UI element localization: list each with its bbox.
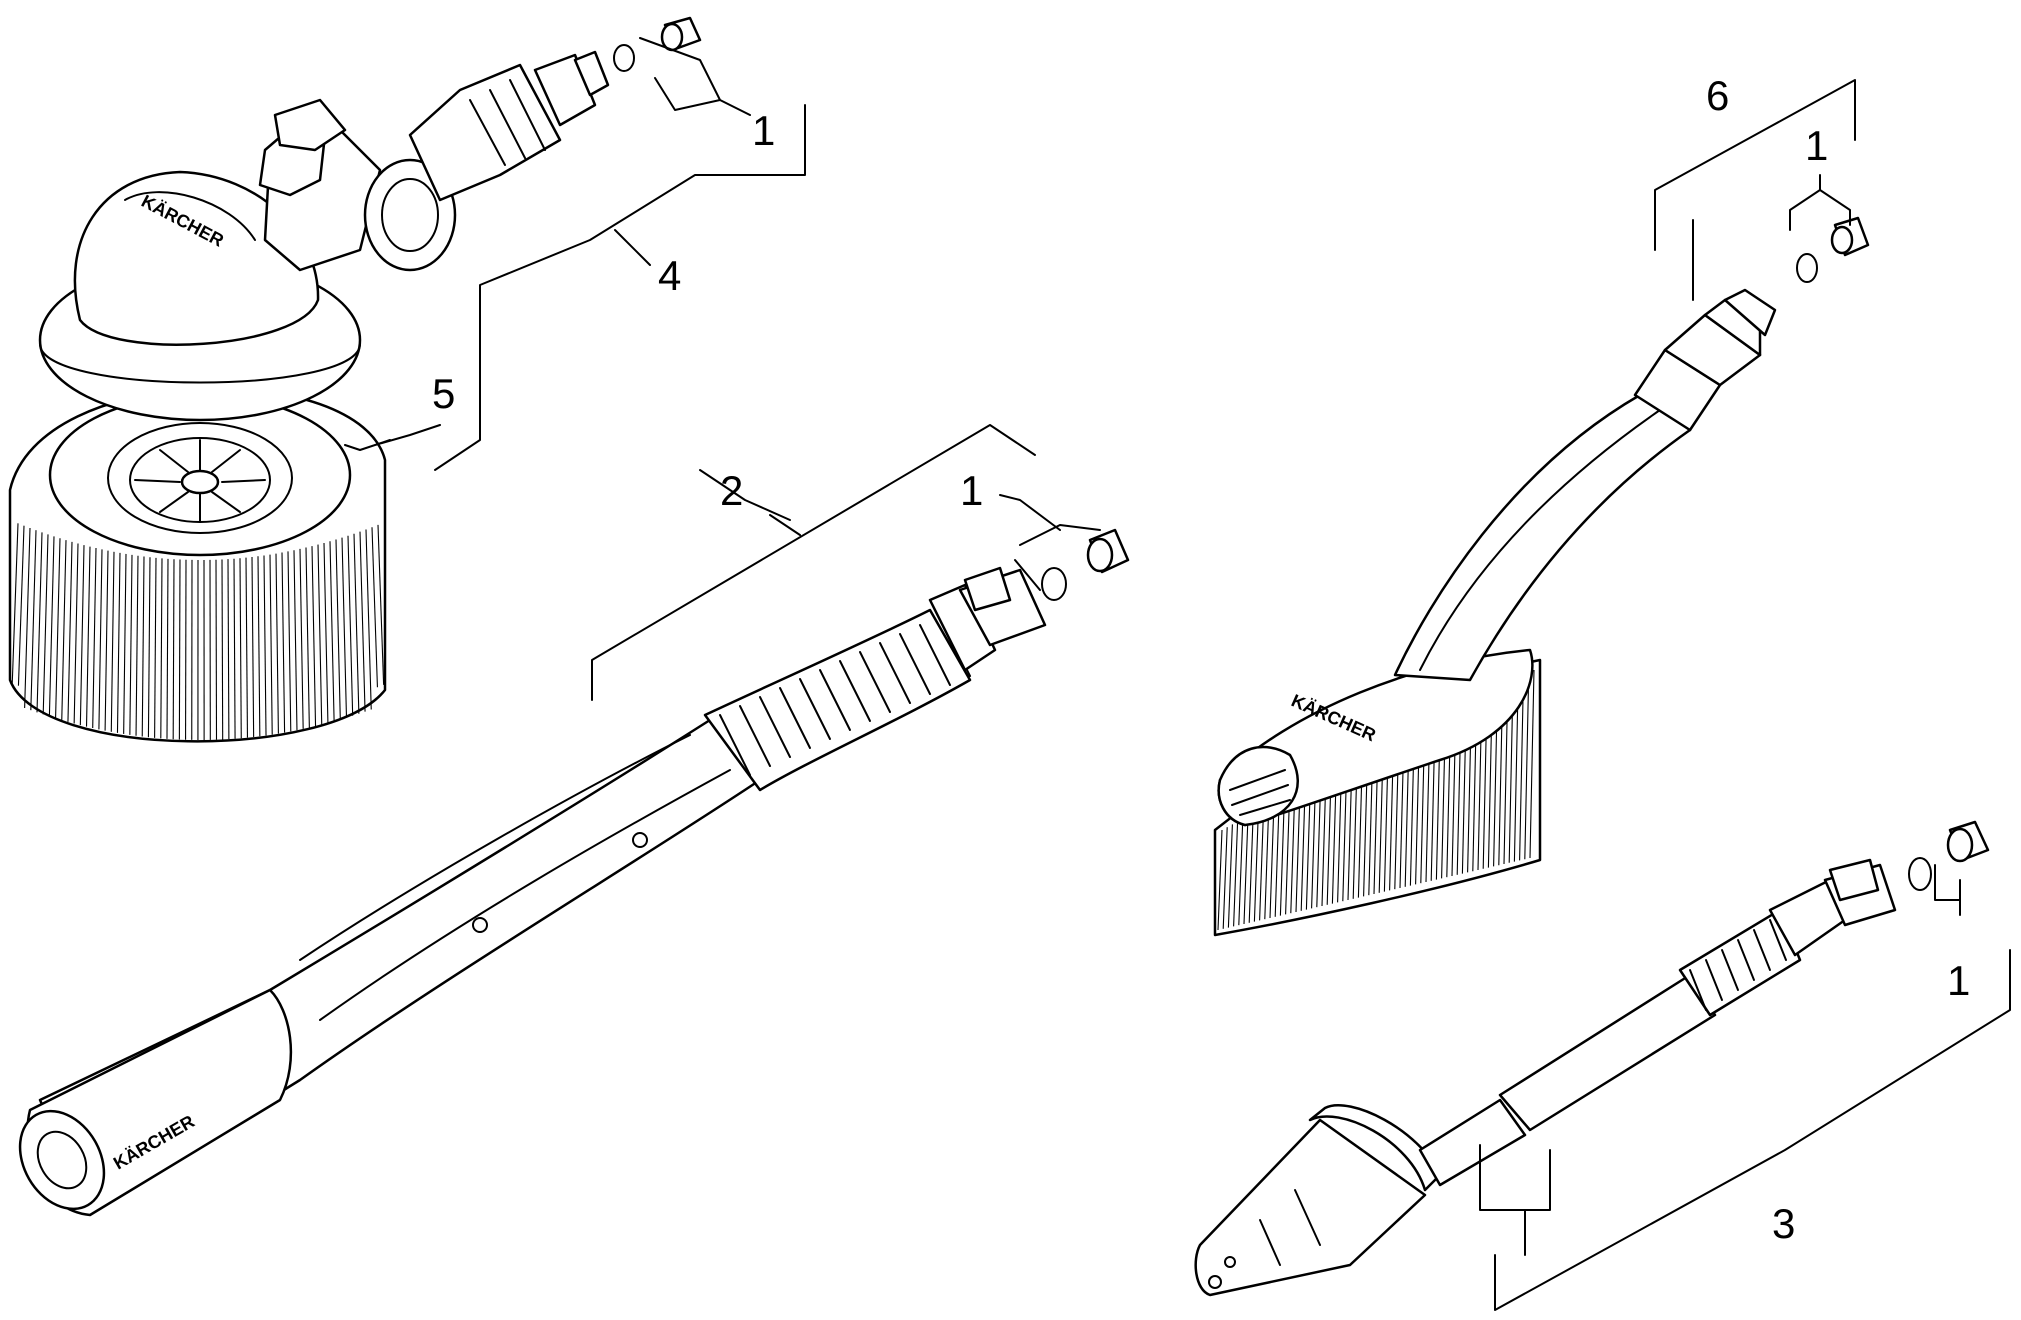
callout-rotary-brush-assembly: 4: [658, 252, 681, 299]
rotary-brush-head: [10, 388, 385, 741]
callout-spray-lance-assembly: 2: [720, 467, 743, 514]
rotary-brush-handle: [410, 52, 608, 200]
dirt-blaster-cone: [1196, 1105, 1440, 1295]
callout-spray-lance-nozzle: 1: [960, 467, 983, 514]
callout-rotary-nozzle: 1: [752, 107, 775, 154]
wash-brush-nozzle-parts: [1797, 218, 1868, 282]
rotary-wash-brush-assembly: KÄRCHER 1 4 5: [10, 18, 805, 741]
dirt-blaster-tube: [1420, 860, 1895, 1185]
callout-wash-brush-assembly: 6: [1706, 72, 1729, 119]
callout-dirt-blaster-assembly: 3: [1772, 1200, 1795, 1247]
wash-brush-head: KÄRCHER: [1215, 650, 1540, 935]
callout-dirt-blaster-nozzle: 1: [1947, 957, 1970, 1004]
dirt-blaster-nozzle-parts: [1909, 822, 1988, 890]
wash-brush-handle: [1395, 290, 1775, 680]
spray-lance-nozzle-parts: [1042, 530, 1128, 600]
callout-rotary-brush-head: 5: [432, 370, 455, 417]
wash-brush-assembly: KÄRCHER 6 1: [1215, 72, 1868, 935]
callout-wash-brush-nozzle: 1: [1805, 122, 1828, 169]
spray-lance-body: KÄRCHER: [3, 720, 760, 1224]
spray-lance-grip: [705, 568, 1045, 790]
wash-brush-leader-lines: [1655, 80, 1855, 300]
